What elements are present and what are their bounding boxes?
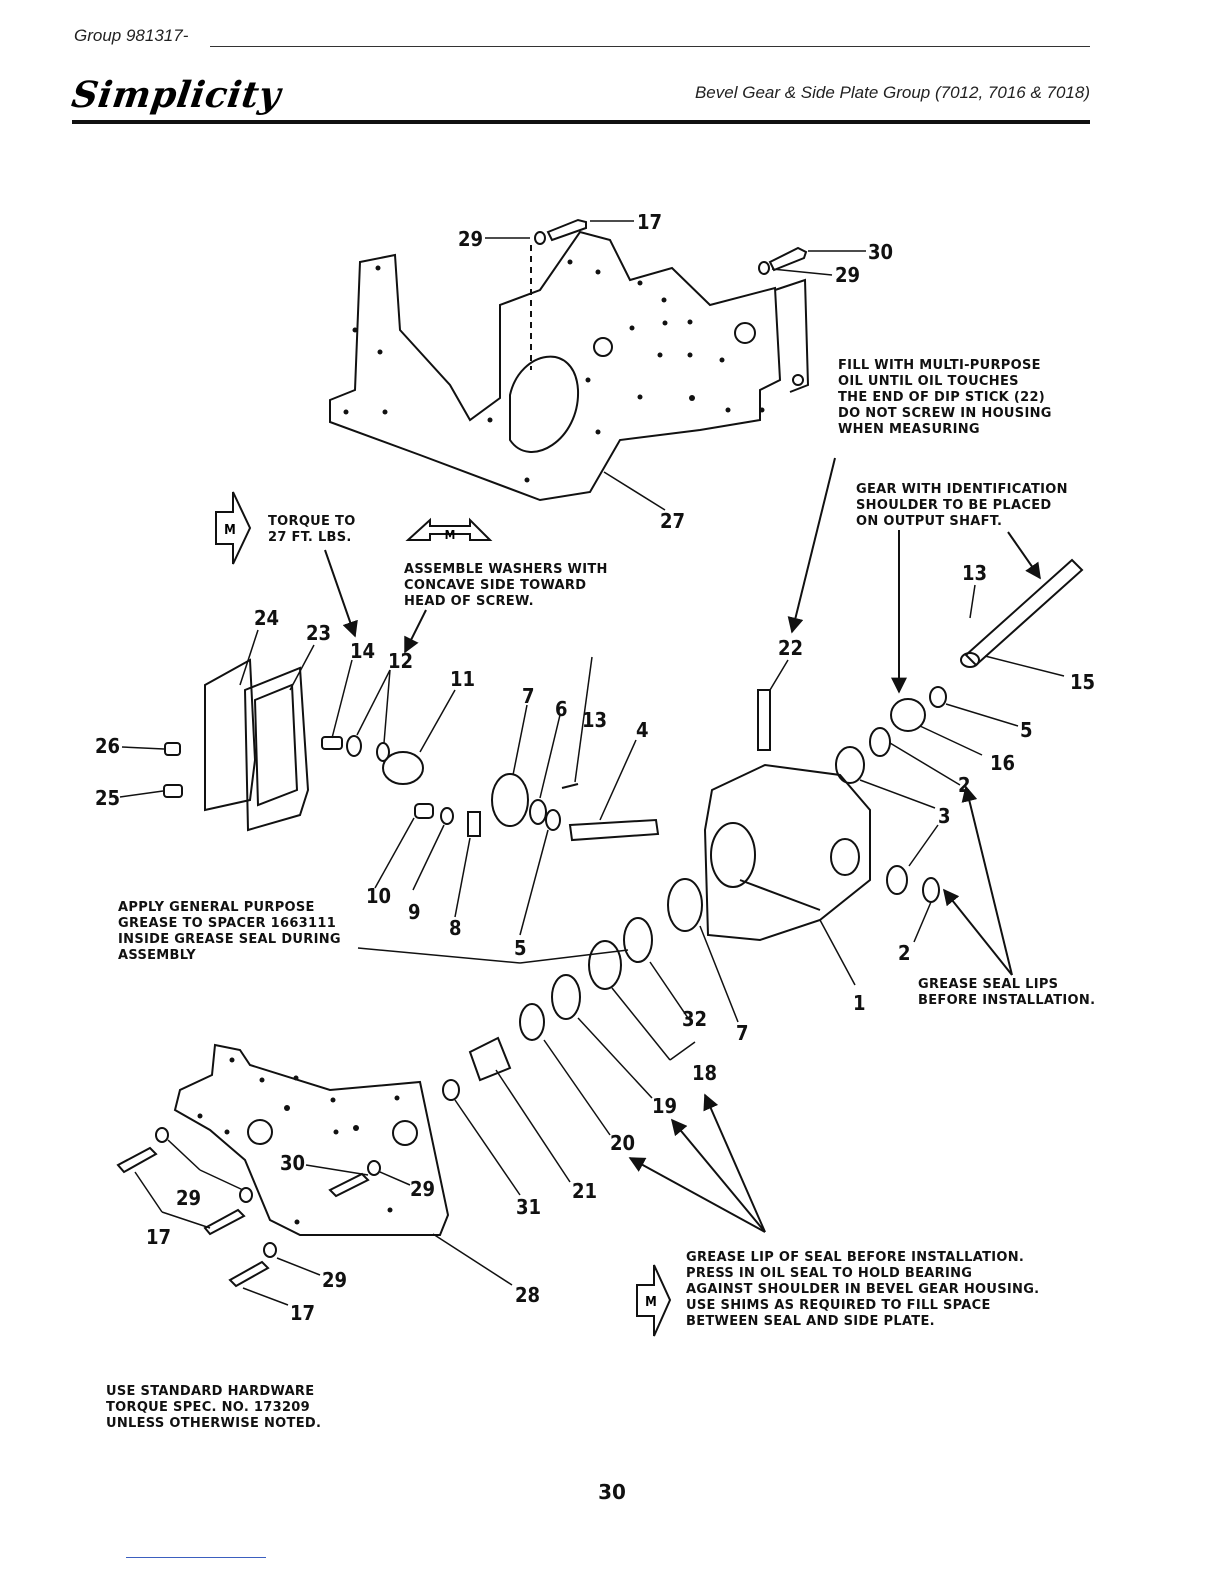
callout: 23 <box>306 621 331 645</box>
cover-and-gasket <box>204 658 310 832</box>
callout: 15 <box>1070 670 1095 694</box>
callout: 27 <box>660 509 685 533</box>
callout: 2 <box>898 941 911 965</box>
callout: 31 <box>516 1195 541 1219</box>
callout: 29 <box>176 1186 201 1210</box>
callout: 17 <box>637 210 662 234</box>
right-shaft-parts <box>757 558 1084 903</box>
upper-plate-holes <box>343 259 765 483</box>
callout: 24 <box>254 606 279 630</box>
callout: 10 <box>366 884 391 908</box>
callout: 29 <box>322 1268 347 1292</box>
callout: 7 <box>522 684 535 708</box>
m-label: M <box>224 523 236 538</box>
lower-plate-holes <box>197 1057 400 1225</box>
callout: 32 <box>682 1007 707 1031</box>
group-underline <box>210 46 1090 47</box>
grease-lip-seal-note: GREASE LIP OF SEAL BEFORE INSTALLATION.P… <box>686 1250 1040 1329</box>
callout: 30 <box>280 1151 305 1175</box>
callout: 12 <box>388 649 413 673</box>
callout: 30 <box>868 240 893 264</box>
callout-numbers: 17 29 30 29 27 24 23 14 12 11 7 6 13 4 2… <box>95 210 1095 1325</box>
page-number: 30 <box>598 1480 626 1504</box>
callout: 26 <box>95 734 120 758</box>
callout: 28 <box>515 1283 540 1307</box>
header-rule <box>72 120 1090 124</box>
callout: 7 <box>736 1021 749 1045</box>
callout: 20 <box>610 1131 635 1155</box>
lower-bolts <box>116 1127 381 1288</box>
callout: 13 <box>962 561 987 585</box>
page-title: Bevel Gear & Side Plate Group (7012, 701… <box>694 83 1090 102</box>
callout: 13 <box>582 708 607 732</box>
seal-stack <box>442 878 703 1101</box>
torque-marker-m: M <box>215 491 252 565</box>
callout: 21 <box>572 1179 597 1203</box>
seal-marker-m: M <box>636 1264 672 1337</box>
callout: 5 <box>1020 718 1033 742</box>
small-hardware-left <box>163 735 660 842</box>
callout: 18 <box>692 1061 717 1085</box>
callout: 4 <box>636 718 649 742</box>
bevel-gear-housing <box>703 763 871 942</box>
upper-side-plate <box>329 230 810 502</box>
callout: 11 <box>450 667 475 691</box>
m-label: M <box>645 1295 657 1310</box>
lower-side-plate <box>173 1043 450 1236</box>
callout: 5 <box>514 936 527 960</box>
callout: 3 <box>938 804 951 828</box>
group-number: Group 981317- <box>74 26 189 45</box>
leader-lines <box>119 220 1065 1306</box>
callout: 17 <box>290 1301 315 1325</box>
note-arrows <box>324 457 1041 1233</box>
footer-rule <box>126 1557 266 1558</box>
callout: 22 <box>778 636 803 660</box>
callout: 29 <box>835 263 860 287</box>
callout: 19 <box>652 1094 677 1118</box>
callout: 29 <box>458 227 483 251</box>
callout: 1 <box>853 991 866 1015</box>
callout: 14 <box>350 639 375 663</box>
callout: 17 <box>146 1225 171 1249</box>
callout: 9 <box>408 900 421 924</box>
callout: 29 <box>410 1177 435 1201</box>
callout: 8 <box>449 916 462 940</box>
callout: 6 <box>555 697 568 721</box>
m-label: M <box>445 528 456 542</box>
callout: 2 <box>958 773 971 797</box>
callout: 16 <box>990 751 1015 775</box>
callout: 25 <box>95 786 120 810</box>
washer-marker-m: M <box>405 517 493 542</box>
